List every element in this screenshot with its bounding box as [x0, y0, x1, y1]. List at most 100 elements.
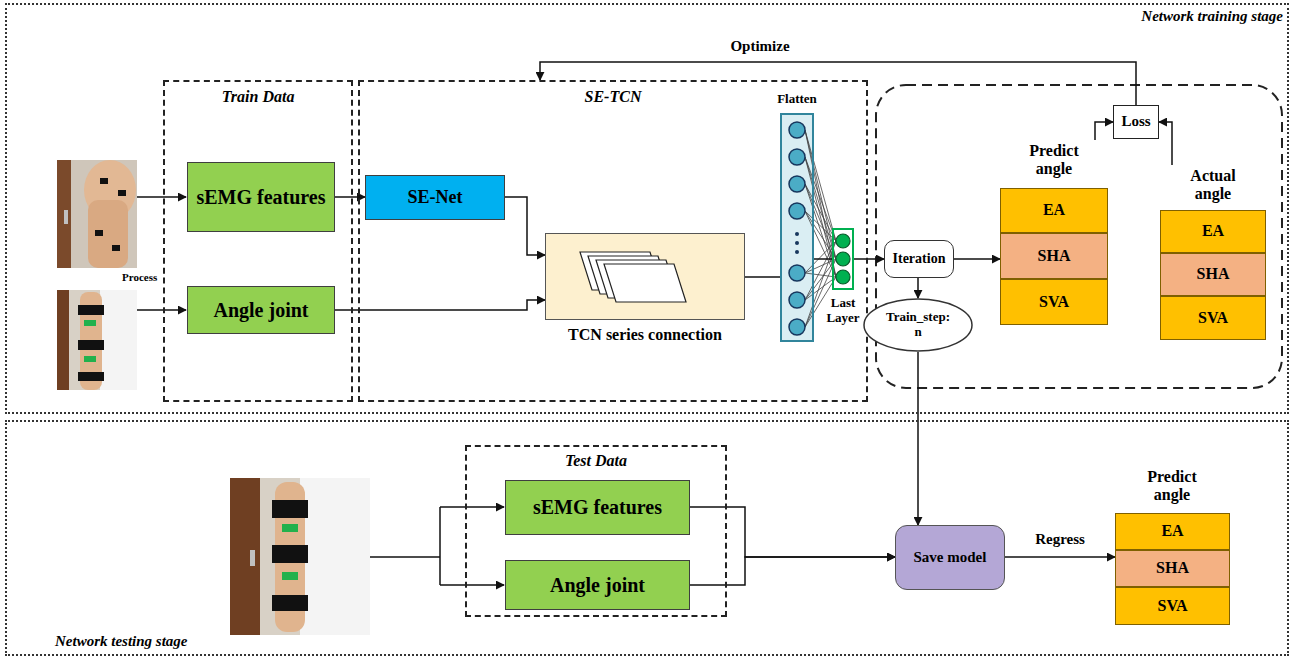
stage-region: Network training stageTrain DatasEMG fea… [5, 3, 1289, 414]
ellipsis-dot [795, 241, 799, 245]
box-heading: Flatten [762, 92, 832, 107]
photo-marker [282, 572, 298, 580]
photo-electrode [112, 245, 120, 251]
photo-arrows [137, 197, 504, 585]
box-text: Loss [1117, 113, 1154, 130]
process-box: sEMG features [505, 480, 690, 535]
angle-stack: Predict angleEASHASVA [1000, 140, 1108, 325]
input-line [439, 507, 441, 585]
photo-strap [272, 595, 308, 611]
angle-cell: SVA [1115, 587, 1230, 625]
dense-link [805, 130, 836, 241]
box-heading: Network testing stage [55, 633, 285, 650]
box-text: SHA [1193, 265, 1234, 283]
box-heading: Test Data [465, 452, 727, 470]
input-arrow [137, 309, 186, 311]
box-text: SVA [1154, 597, 1192, 615]
data-group: Train DatasEMG featuresAngle joint [163, 80, 353, 402]
photo-shirt [100, 290, 137, 390]
data-group: Test Data sEMG featuresAngle joint [465, 445, 727, 617]
box-heading: TCN series connection [535, 326, 755, 344]
box-text: SVA [1035, 293, 1073, 311]
output-neuron [836, 252, 850, 266]
neuron [789, 149, 805, 165]
photo-door [230, 478, 260, 635]
photo-wall [230, 478, 370, 635]
input-arrow [440, 506, 504, 508]
neuron [789, 319, 805, 335]
neuron [789, 176, 805, 192]
angle-cell: SVA [1160, 296, 1266, 340]
process-box: Angle joint [505, 560, 690, 610]
process-box: sEMG features [187, 162, 335, 232]
photo-wall [57, 160, 137, 268]
model-box: Save model [895, 525, 1005, 590]
box-text: Train_step: n [879, 310, 957, 340]
angle-stack: Predict angleEA SHA SVA [1115, 466, 1230, 625]
connector [1005, 556, 1115, 558]
photo-electrode [100, 178, 108, 184]
photo-strap [78, 305, 104, 315]
stage-region: Network testing stage Test Data sEMG featu… [5, 420, 1289, 656]
photo-electrode [95, 230, 103, 236]
photo-strap [272, 545, 308, 563]
connector [505, 197, 545, 255]
output-neuron [836, 270, 850, 284]
tcn-block: TCN series connection [545, 233, 745, 320]
step-ellipse: Train_step: n [863, 298, 973, 352]
process-box: SE-Net [365, 175, 505, 220]
photo-marker [84, 356, 96, 362]
loss-box: Loss [1113, 105, 1159, 139]
photo-arm-markers [57, 290, 137, 390]
photo-wall [57, 290, 137, 390]
edge-label: Regress [1012, 531, 1108, 548]
box-text: SE-Net [404, 187, 467, 208]
photo-door [57, 290, 69, 390]
photo-shirt [300, 478, 370, 635]
input-line [370, 556, 440, 558]
angle-cell: EA [1160, 210, 1266, 253]
box-text: Save model [910, 549, 991, 566]
box-text: EA [1039, 201, 1069, 219]
neuron [789, 122, 805, 138]
photo-strap [78, 340, 104, 350]
ellipse-shape [864, 299, 972, 351]
box-heading: Actual angle [1178, 167, 1248, 204]
photo-strap [272, 500, 308, 518]
edge-label: Optimize [700, 38, 820, 55]
output-layer: Last Layer [832, 228, 854, 290]
box-text: sEMG features [529, 496, 666, 519]
tcn-sheet [604, 264, 686, 302]
connector [917, 278, 919, 298]
box-text: EA [1157, 522, 1187, 540]
connector [335, 196, 365, 198]
edge-label-text: Optimize [728, 38, 791, 54]
connector [335, 300, 545, 310]
photo-electrode [118, 190, 126, 196]
connector [917, 352, 919, 525]
ellipsis-dot [795, 250, 799, 254]
input-arrow [440, 584, 504, 586]
process-box: Angle joint [187, 286, 335, 334]
connector [1159, 122, 1172, 165]
box-heading: Predict angle [1137, 468, 1207, 505]
input-arrow [137, 196, 186, 198]
connector [854, 258, 884, 260]
photo-marker [84, 320, 96, 326]
box-text: SHA [1152, 559, 1193, 577]
tcn-icon [545, 233, 745, 320]
angle-cell: SVA [1000, 279, 1108, 325]
tcn-fill [545, 233, 745, 320]
photo-handle [250, 550, 255, 566]
connector [690, 557, 895, 585]
box-text: Angle joint [546, 574, 649, 597]
model-group: SE-TCNSE-NetTCN series connectionFlatten… [358, 80, 868, 402]
photo-test-subject [230, 478, 370, 635]
angle-cell: EA [1000, 188, 1108, 233]
photo-door [57, 160, 71, 268]
connector [745, 276, 780, 278]
photo-arm-electrodes [57, 160, 137, 268]
angle-cell: SHA [1000, 233, 1108, 279]
annotation-label: Process [122, 271, 166, 284]
